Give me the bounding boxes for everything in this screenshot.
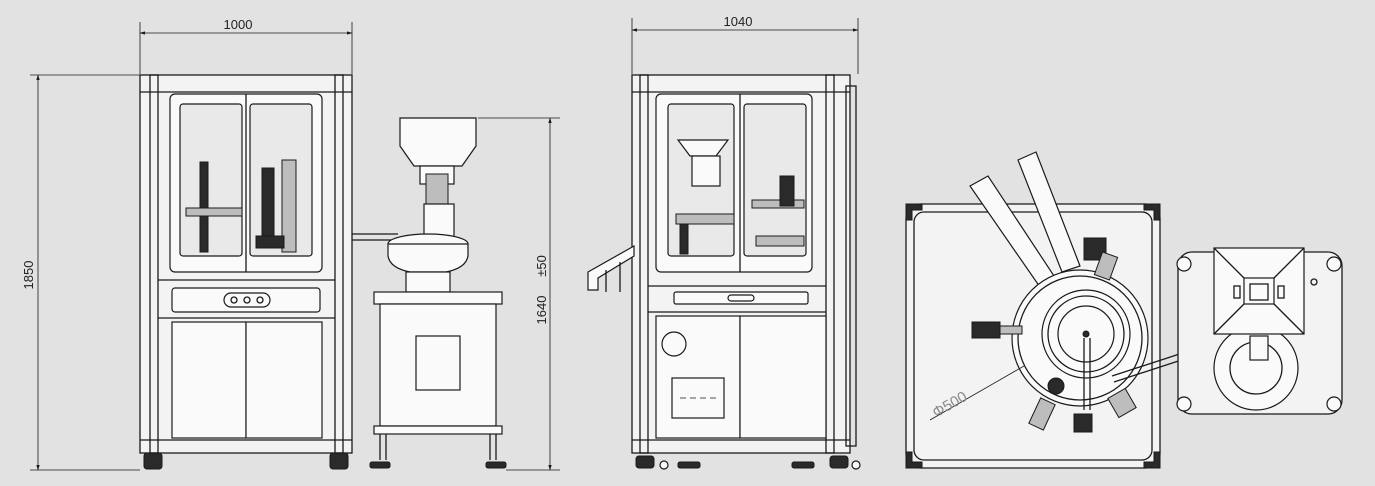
front-view-cabinet: 1000 1850 bbox=[21, 17, 353, 471]
front-view-feeder: 1640 ±50 bbox=[352, 117, 560, 471]
side-width-label: 1040 bbox=[724, 14, 753, 29]
feeder-height-label: 1640 bbox=[534, 296, 549, 325]
height-label: 1850 bbox=[21, 261, 36, 290]
feeder-tolerance-label: ±50 bbox=[534, 255, 549, 277]
front-width-label: 1000 bbox=[224, 17, 253, 32]
top-view: Φ500 bbox=[905, 151, 1343, 469]
side-view-cabinet: 1040 bbox=[587, 14, 861, 470]
